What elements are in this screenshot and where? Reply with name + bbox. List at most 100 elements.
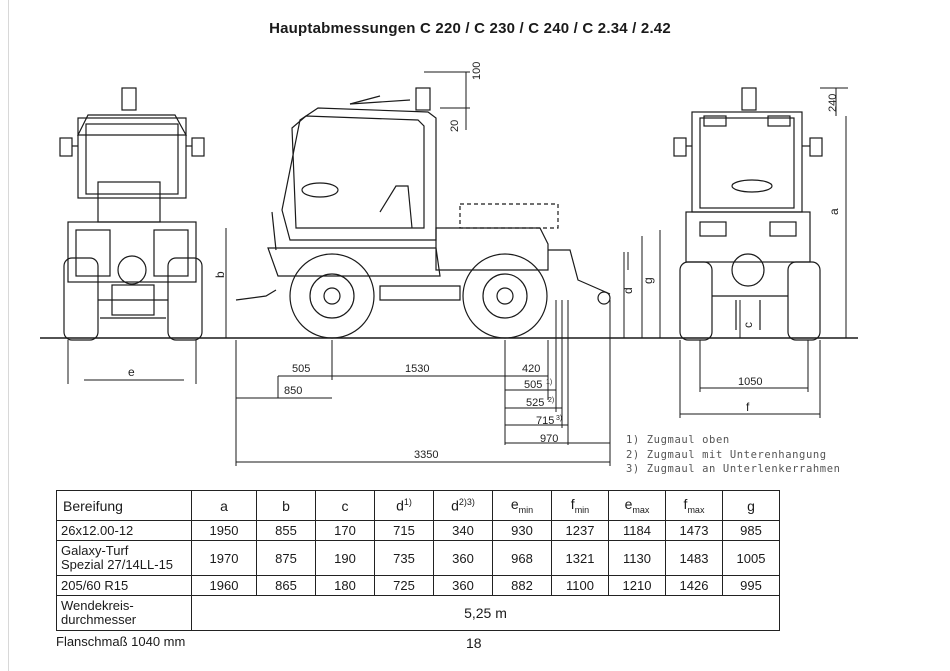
table-header-row: Bereifung a b c d1) d2)3) emin fmin emax… [56,490,780,521]
dimension-drawing: 100 20 240 a b c d g e f 505 1530 420 85… [40,62,858,466]
dim-3350: 3350 [414,449,438,461]
cell-f-min: 1100 [551,575,609,596]
dim-505: 505 [292,363,310,375]
cell-d1: 735 [374,540,434,576]
cell-e-max: 1210 [608,575,666,596]
front-right-mirror [191,137,205,157]
cell-e-min: 968 [492,540,552,576]
dim-1050: 1050 [738,376,762,388]
cell-b: 865 [256,575,316,596]
cell-b: 875 [256,540,316,576]
table-row: 26x12.00-12 1950 855 170 715 340 930 123… [56,520,780,541]
cell-g: 995 [722,575,780,596]
specification-table: Bereifung a b c d1) d2)3) emin fmin emax… [56,490,780,631]
header-d2: d2)3) [433,490,493,521]
dim-505b-mark: 1) [546,379,552,386]
footnote-1: 1) Zugmaul oben [626,434,730,446]
dim-label-g: g [641,277,655,284]
rear-left-mirror [673,137,687,157]
rear-right-wheel [787,261,821,341]
cell-c: 180 [315,575,375,596]
header-c: c [315,490,375,521]
header-e-max: emax [608,490,666,521]
turning-circle-label: Wendekreis-durchmesser [56,595,192,631]
dim-label-e: e [128,365,135,379]
front-left-mirror [59,137,73,157]
header-d1: d1) [374,490,434,521]
footnotes: 1) Zugmaul oben 2) Zugmaul mit Unterenha… [626,433,841,477]
cell-a: 1950 [191,520,257,541]
cell-a: 1970 [191,540,257,576]
cell-f-min: 1321 [551,540,609,576]
row-label: 26x12.00-12 [56,520,192,541]
cell-d2: 360 [433,575,493,596]
dim-top-240: 240 [827,94,839,112]
dim-label-d: d [621,287,635,294]
front-right-wheel [167,257,203,341]
cell-f-max: 1473 [665,520,723,541]
cell-f-max: 1426 [665,575,723,596]
header-f-min: fmin [551,490,609,521]
dim-top-100: 100 [471,62,483,80]
cell-e-min: 882 [492,575,552,596]
turning-circle-value: 5,25 m [191,595,780,631]
dim-label-f: f [746,400,750,414]
front-left-wheel [63,257,99,341]
cell-e-max: 1184 [608,520,666,541]
cell-f-max: 1483 [665,540,723,576]
dim-505b: 505 [524,379,542,391]
rear-view-tractor [673,87,823,341]
table-row: 205/60 R15 1960 865 180 725 360 882 1100… [56,575,780,596]
rear-right-mirror [809,137,823,157]
side-beacon-light [415,87,431,111]
header-g: g [722,490,780,521]
header-a: a [191,490,257,521]
cell-e-min: 930 [492,520,552,541]
dim-525: 525 [526,397,544,409]
dim-top-20: 20 [449,120,461,132]
dim-label-b: b [213,271,227,278]
dim-label-c: c [741,322,755,328]
cell-d2: 360 [433,540,493,576]
dim-525-mark: 2) [548,397,554,404]
cell-e-max: 1130 [608,540,666,576]
cell-b: 855 [256,520,316,541]
front-beacon-light [121,87,137,111]
front-view-tractor [59,87,205,341]
page-edge-rule [8,0,9,671]
cell-c: 170 [315,520,375,541]
header-b: b [256,490,316,521]
header-bereifung: Bereifung [56,490,192,521]
cell-g: 985 [722,520,780,541]
dim-label-a: a [827,208,841,215]
dim-715: 715 [536,415,554,427]
side-view-tractor [235,87,611,339]
dim-970: 970 [540,433,558,445]
header-e-min: emin [492,490,552,521]
cell-d1: 725 [374,575,434,596]
side-front-wheel [289,253,375,339]
footnote-2: 2) Zugmaul mit Unterenhangung [626,448,827,461]
flange-dimension-note: Flanschmaß 1040 mm [56,634,186,649]
cell-c: 190 [315,540,375,576]
page-number: 18 [466,635,482,651]
dim-715-mark: 3) [556,415,562,422]
cell-g: 1005 [722,540,780,576]
rear-beacon-light [741,87,757,111]
side-rear-wheel [462,253,548,339]
cell-d2: 340 [433,520,493,541]
row-label: 205/60 R15 [56,575,192,596]
turning-circle-row: Wendekreis-durchmesser 5,25 m [56,595,780,631]
dim-850: 850 [284,385,302,397]
cell-a: 1960 [191,575,257,596]
rear-left-wheel [679,261,713,341]
footnote-3: 3) Zugmaul an Unterlenkerrahmen [626,463,841,475]
cell-f-min: 1237 [551,520,609,541]
dim-1530: 1530 [405,363,429,375]
dim-420: 420 [522,363,540,375]
cell-d1: 715 [374,520,434,541]
page-title: Hauptabmessungen C 220 / C 230 / C 240 /… [269,20,671,37]
header-f-max: fmax [665,490,723,521]
